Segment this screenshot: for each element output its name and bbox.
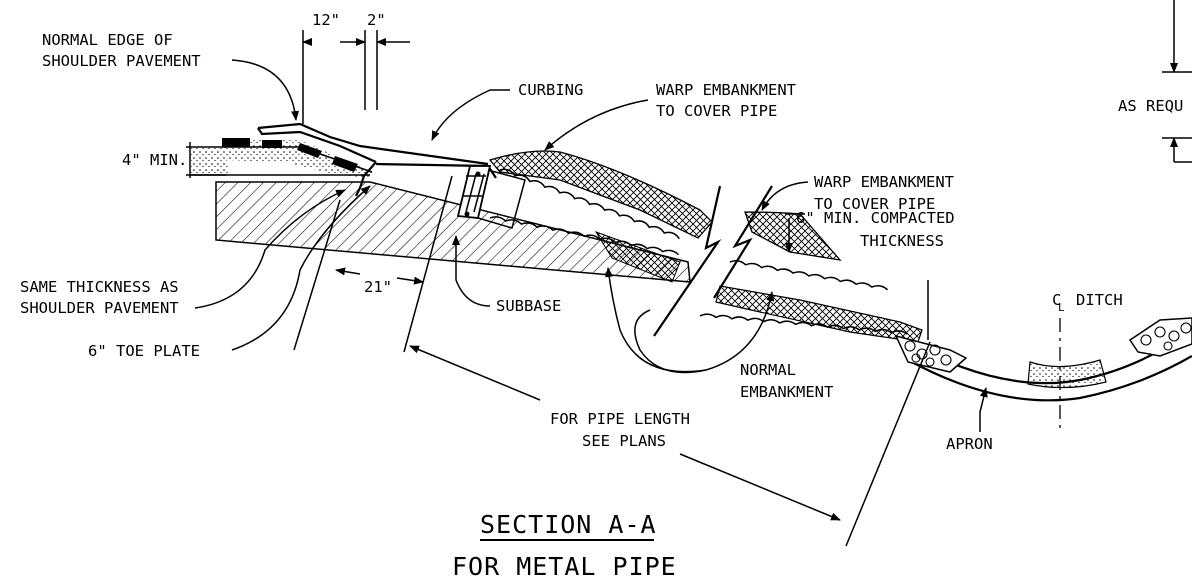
subbase-layer [215,181,691,283]
labels: 12" 2" NORMAL EDGE OF SHOULDER PAVEMENT … [20,11,1183,581]
four-min-label: 4" MIN. [122,151,187,169]
toe-plate-label: 6" TOE PLATE [88,342,200,360]
section-title: SECTION A-A [480,510,657,539]
as-required-label: AS REQU [1118,97,1183,115]
centerline-l: L [1058,301,1065,314]
same-thickness-label-line2: SHOULDER PAVEMENT [20,299,179,317]
break-lines [653,185,773,337]
apron-label: APRON [946,435,993,453]
pipe-end-section [456,165,526,229]
subbase-label: SUBBASE [496,297,561,315]
dim-2-label: 2" [367,11,386,29]
dim-21-label: 21" [364,278,392,296]
pipe-length-label-line1: FOR PIPE LENGTH [550,410,690,428]
same-thickness-label-line1: SAME THICKNESS AS [20,278,179,296]
dimension-lines [186,0,1192,547]
pipe-length-label-line2: SEE PLANS [582,432,666,450]
normal-embankment-label-line1: NORMAL [740,361,796,379]
normal-embankment-label-line2: EMBANKMENT [740,383,833,401]
dim-12-label: 12" [312,11,340,29]
section-subtitle: FOR METAL PIPE [452,552,677,581]
warp-top-label-line1: WARP EMBANKMENT [656,81,796,99]
centerline-c: C [1052,291,1061,309]
curbing-label: CURBING [518,81,583,99]
ditch-label: DITCH [1076,291,1123,309]
normal-edge-label-line2: SHOULDER PAVEMENT [42,52,201,70]
six-min-label-line2: THICKNESS [860,232,944,250]
shoulder-pavement [191,138,373,178]
six-min-label-line1: 6" MIN. COMPACTED [796,209,955,227]
warp-top-label-line2: TO COVER PIPE [656,102,777,120]
warp-right-label-line1: WARP EMBANKMENT [814,173,954,191]
curbing [257,122,497,197]
warp-right-label-line2: TO COVER PIPE [814,195,935,213]
ditch-apron [894,317,1192,432]
leader-lines [194,59,988,432]
normal-edge-label-line1: NORMAL EDGE OF [42,31,173,49]
